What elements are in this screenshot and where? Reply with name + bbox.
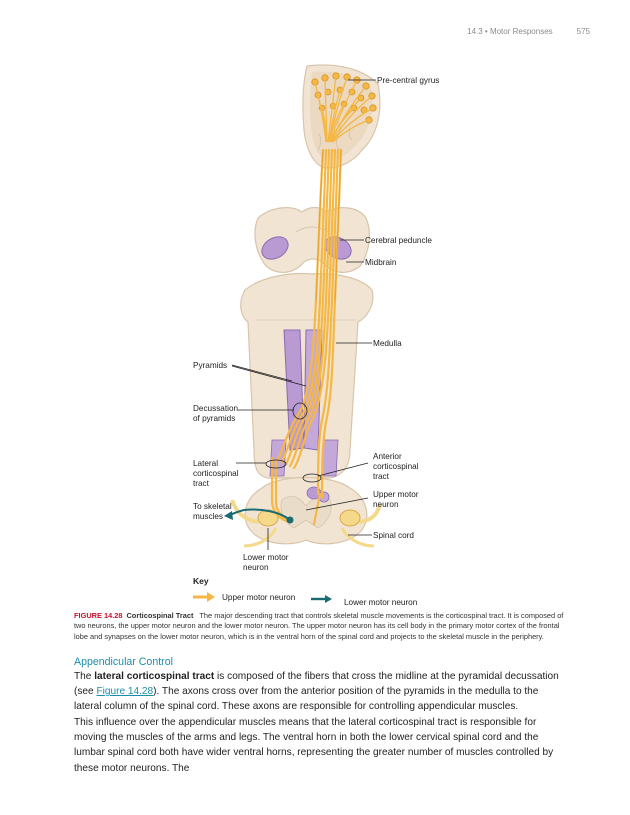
label-upper-motor-line1: Upper motor	[373, 490, 419, 499]
label-lateral-line3: tract	[193, 479, 210, 488]
p1-text-start: The	[74, 671, 95, 682]
caption-title: Corticospinal Tract	[126, 611, 194, 620]
label-lateral-line1: Lateral	[193, 459, 218, 468]
caption-text: The major descending tract that controls…	[74, 611, 564, 641]
p1-text-end: ). The axons cross over from the anterio…	[74, 686, 539, 713]
medulla-section	[240, 272, 374, 479]
label-decussation-line1: Decussation	[193, 404, 239, 413]
label-to-skeletal-line2: muscles	[193, 512, 223, 521]
key-upper-arrowhead	[207, 592, 215, 602]
label-anterior-line1: Anterior	[373, 452, 402, 461]
key-lower-arrowhead	[325, 595, 332, 603]
key-upper-label: Upper motor neuron	[222, 593, 296, 602]
p1-term-bold: lateral corticospinal tract	[94, 671, 215, 682]
label-cerebral-peduncle: Cerebral peduncle	[365, 236, 432, 245]
key-title: Key	[193, 576, 209, 586]
label-spinal-cord: Spinal cord	[373, 531, 414, 540]
upper-motor-neuron-fibers	[265, 148, 343, 526]
page-number: 575	[576, 27, 590, 36]
precentral-gyrus-illustration	[302, 64, 381, 169]
paragraph-2: This influence over the appendicular mus…	[74, 717, 554, 774]
lower-motor-neuron	[224, 508, 294, 524]
label-pyramids: Pyramids	[193, 361, 227, 370]
leader-lines	[231, 79, 376, 550]
paragraph-1: The lateral corticospinal tract is compo…	[74, 669, 564, 715]
spinal-cord-section	[230, 476, 382, 548]
p1-text-mid: is composed of the fibers that cross the…	[74, 671, 559, 698]
label-anterior-line3: tract	[373, 472, 390, 481]
caption-label: FIGURE 14.28	[74, 611, 123, 620]
midbrain-section	[254, 206, 370, 273]
label-upper-motor-line2: neuron	[373, 500, 399, 509]
label-medulla: Medulla	[373, 339, 402, 348]
label-midbrain: Midbrain	[365, 258, 397, 267]
section-heading: Appendicular Control	[74, 656, 173, 668]
corticospinal-tract-figure: Pre-central gyrus Cerebral peduncle Midb…	[193, 64, 439, 607]
figure-key: Key Upper motor neuron Lower motor neuro…	[193, 576, 418, 607]
label-decussation-line2: of pyramids	[193, 414, 235, 423]
label-lower-motor-line1: Lower motor	[243, 553, 289, 562]
label-to-skeletal-line1: To skeletal	[193, 502, 232, 511]
label-precentral-gyrus: Pre-central gyrus	[377, 76, 439, 85]
figure-link[interactable]: Figure 14.28	[96, 686, 154, 698]
key-lower-label: Lower motor neuron	[344, 598, 418, 607]
running-head: 14.3 • Motor Responses 575	[467, 27, 590, 36]
label-lower-motor-line2: neuron	[243, 563, 269, 572]
section-name: 14.3 • Motor Responses	[467, 27, 553, 36]
label-lateral-line2: corticospinal	[193, 469, 239, 478]
label-anterior-line2: corticospinal	[373, 462, 419, 471]
